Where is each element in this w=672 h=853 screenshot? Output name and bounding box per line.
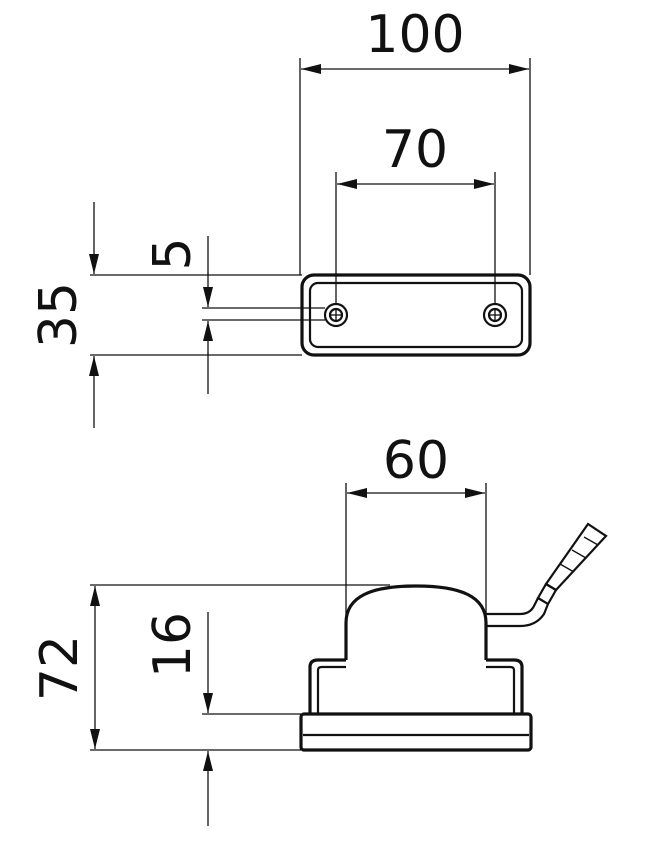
base-flange [299, 712, 533, 752]
mounting-hole-left [323, 302, 349, 328]
top-view: 100 70 35 5 [29, 5, 532, 428]
dimension-total-height: 72 [30, 586, 100, 749]
dimension-slot-height: 5 [143, 236, 213, 394]
dimension-label-100: 100 [365, 5, 464, 65]
top-plate-inner [308, 281, 524, 349]
dimension-base-height: 16 [143, 612, 213, 826]
side-view: 60 72 16 [30, 431, 608, 826]
mounting-hole-right [482, 302, 508, 328]
dimension-label-60: 60 [383, 431, 449, 491]
dome-housing [344, 584, 488, 660]
dimension-label-70: 70 [382, 120, 448, 180]
dimension-top-height: 35 [29, 202, 99, 428]
cable-connector [486, 522, 608, 628]
dimension-label-35: 35 [29, 282, 89, 348]
dimension-label-72: 72 [30, 635, 90, 701]
lower-housing [308, 658, 524, 714]
top-plate-outer [300, 273, 532, 357]
dimension-label-16: 16 [143, 612, 203, 678]
dimension-dome-width: 60 [345, 431, 487, 620]
dimension-label-5: 5 [143, 237, 203, 270]
dimension-hole-spacing: 70 [335, 120, 496, 304]
dimension-top-width: 100 [299, 5, 531, 275]
